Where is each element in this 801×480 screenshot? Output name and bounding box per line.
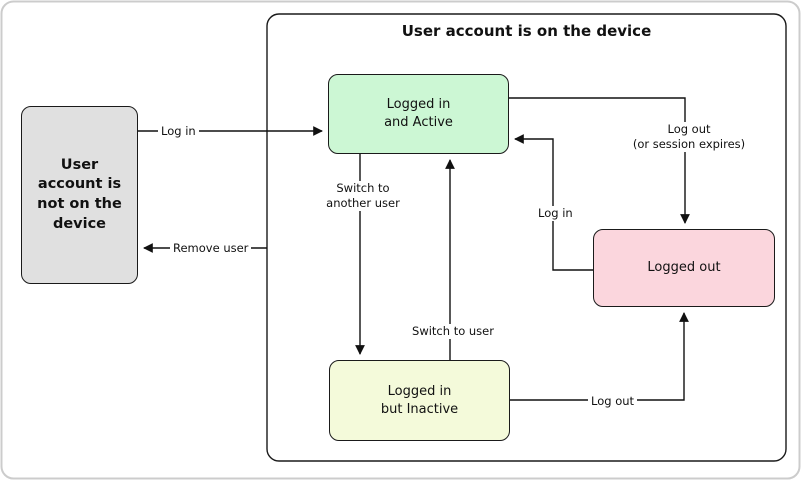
edge-label-log-out-2: Log out bbox=[588, 394, 638, 409]
edge-label-switch-another-user: Switch to another user bbox=[320, 181, 406, 211]
state-node-logged-in-active[interactable]: Logged in and Active bbox=[328, 74, 509, 154]
edge-label-switch-to-user: Switch to user bbox=[405, 324, 501, 339]
device-group-box bbox=[266, 13, 787, 462]
state-node-not-on-device-label: User account is not on the device bbox=[37, 156, 122, 232]
edge-log-in-2 bbox=[514, 134, 593, 271]
edge-label-remove-user: Remove user bbox=[170, 241, 252, 256]
edge-label-log-in-1: Log in bbox=[158, 124, 199, 139]
device-group-title: User account is on the device bbox=[401, 22, 652, 40]
state-node-not-on-device[interactable]: User account is not on the device bbox=[21, 106, 138, 284]
state-node-logged-in-inactive[interactable]: Logged in but Inactive bbox=[329, 360, 510, 441]
edge-label-log-out-session: Log out (or session expires) bbox=[625, 122, 753, 152]
edge-log-out-2 bbox=[510, 312, 689, 401]
state-node-logged-out-label: Logged out bbox=[647, 260, 721, 276]
state-node-logged-in-active-label: Logged in and Active bbox=[384, 97, 453, 130]
state-node-logged-in-inactive-label: Logged in but Inactive bbox=[380, 383, 459, 417]
edge-label-log-in-2: Log in bbox=[535, 206, 576, 221]
state-node-logged-out[interactable]: Logged out bbox=[593, 229, 775, 307]
edge-log-out-session bbox=[509, 97, 690, 224]
